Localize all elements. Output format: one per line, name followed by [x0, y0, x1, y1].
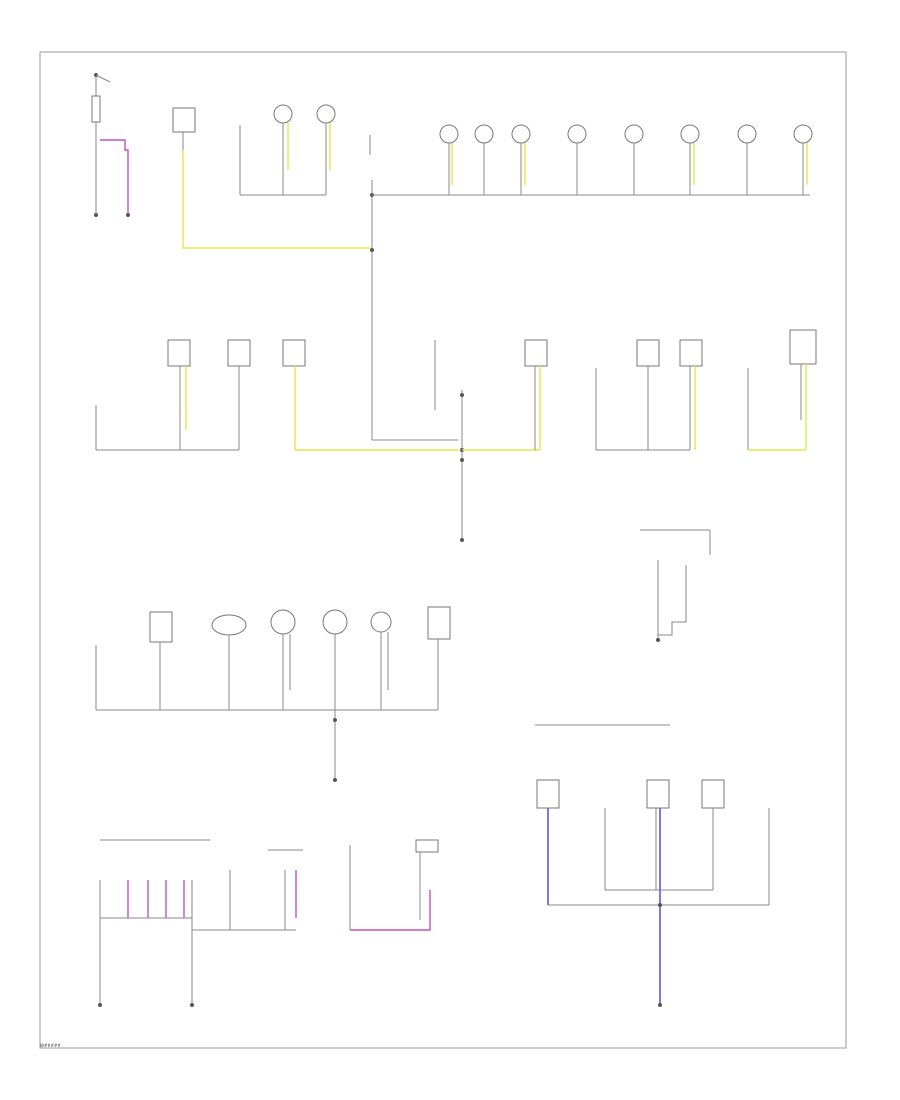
- bottom-right-block: [535, 724, 770, 1007]
- fuse-block-top-left: [91, 73, 130, 217]
- center-trunk: [370, 180, 810, 440]
- top-row-components: [172, 104, 371, 196]
- page-identifier: W#####: [40, 1043, 61, 1048]
- right-ground-connector: [640, 529, 711, 642]
- diagram-frame: [39, 51, 847, 1049]
- bottom-left-connectors: [98, 839, 303, 1007]
- lower-row-components: [95, 606, 451, 782]
- yellow-ground-wire-left: [182, 150, 370, 249]
- top-right-lamps: [439, 124, 813, 195]
- cluster-module: [172, 107, 196, 133]
- middle-row-components: [95, 329, 817, 542]
- right-lamp: [316, 104, 336, 124]
- left-lamp: [273, 104, 293, 124]
- bottom-middle-connector: [349, 839, 439, 931]
